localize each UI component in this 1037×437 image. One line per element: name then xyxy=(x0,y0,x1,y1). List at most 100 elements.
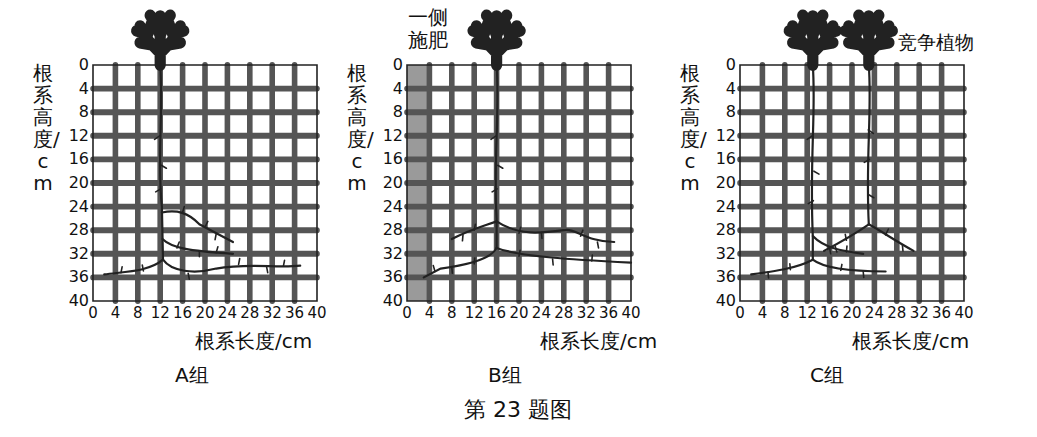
x-tick-label: 28 xyxy=(554,305,573,322)
plant-canopy xyxy=(137,15,184,65)
y-tick-label: 40 xyxy=(706,292,736,310)
y-tick-label: 12 xyxy=(706,127,736,145)
x-tick-label: 32 xyxy=(263,305,282,322)
lateral-root xyxy=(104,260,163,275)
x-tick-label: 28 xyxy=(887,305,906,322)
y-tick-label: 32 xyxy=(59,245,89,263)
grid-lines xyxy=(93,65,317,301)
x-tick-label: 24 xyxy=(218,305,237,322)
x-tick-label: 12 xyxy=(151,305,170,322)
y-tick-label: 36 xyxy=(373,268,403,286)
y-tick-label: 36 xyxy=(59,268,89,286)
x-tick-label: 16 xyxy=(487,305,506,322)
group-label: A组 xyxy=(175,364,209,386)
root-hairs xyxy=(768,130,903,278)
y-tick-label: 40 xyxy=(373,292,403,310)
root-system xyxy=(104,65,300,274)
root-system xyxy=(751,65,913,274)
y-tick-label: 16 xyxy=(373,150,403,168)
axis-title: 根系高度/cm xyxy=(347,62,367,194)
x-tick-label: 0 xyxy=(402,305,412,322)
competitor-label: 竞争植物 xyxy=(898,32,974,53)
competitor-canopy xyxy=(845,15,892,65)
plant-canopy xyxy=(473,15,520,65)
y-tick-label: 20 xyxy=(706,174,736,192)
x-tick-label: 40 xyxy=(307,305,326,322)
group-label: C组 xyxy=(810,364,844,386)
lateral-root xyxy=(162,211,233,242)
y-tick-label: 36 xyxy=(706,268,736,286)
lateral-root xyxy=(751,260,813,275)
y-tick-label: 20 xyxy=(373,174,403,192)
root-system xyxy=(424,65,631,277)
main-root xyxy=(160,65,163,260)
lateral-root xyxy=(162,239,233,254)
y-tick-label: 24 xyxy=(706,198,736,216)
y-tick-label: 32 xyxy=(706,245,736,263)
plant-canopy xyxy=(789,15,836,65)
lateral-root xyxy=(813,260,886,272)
y-tick-label: 16 xyxy=(59,150,89,168)
y-tick-label: 24 xyxy=(373,198,403,216)
competitor-lateral-root xyxy=(869,224,914,251)
figure-caption: 第 23 题图 xyxy=(464,398,572,422)
grid-lines xyxy=(407,65,631,301)
x-tick-label: 4 xyxy=(111,305,121,322)
y-tick-label: 0 xyxy=(373,56,403,74)
competitor-main-root xyxy=(868,65,870,224)
group-label: B组 xyxy=(488,364,522,386)
x-tick-label: 24 xyxy=(865,305,884,322)
y-tick-label: 28 xyxy=(59,221,89,239)
y-tick-label: 8 xyxy=(59,103,89,121)
x-tick-label: 0 xyxy=(735,305,745,322)
x-tick-label: 0 xyxy=(88,305,98,322)
root-hairs xyxy=(121,136,285,279)
lateral-root xyxy=(497,221,615,242)
y-tick-label: 24 xyxy=(59,198,89,216)
x-tick-label: 32 xyxy=(577,305,596,322)
x-tick-label: 40 xyxy=(621,305,640,322)
panel-b xyxy=(407,15,631,301)
lateral-root xyxy=(813,236,863,254)
axis-title: 根系高度/cm xyxy=(680,62,700,194)
y-tick-label: 8 xyxy=(706,103,736,121)
x-tick-label: 24 xyxy=(532,305,551,322)
y-tick-label: 16 xyxy=(706,150,736,168)
y-tick-label: 20 xyxy=(59,174,89,192)
grid-border xyxy=(93,65,317,301)
x-tick-label: 40 xyxy=(954,305,973,322)
y-tick-label: 12 xyxy=(59,127,89,145)
x-tick-label: 4 xyxy=(425,305,435,322)
y-tick-label: 4 xyxy=(59,80,89,98)
x-tick-label: 4 xyxy=(758,305,768,322)
y-tick-label: 32 xyxy=(373,245,403,263)
x-tick-label: 16 xyxy=(820,305,839,322)
y-tick-label: 28 xyxy=(706,221,736,239)
x-tick-label: 16 xyxy=(173,305,192,322)
fertilizer-note: 一侧施肥 xyxy=(408,6,452,52)
x-tick-label: 20 xyxy=(842,305,861,322)
x-tick-label: 8 xyxy=(133,305,143,322)
y-tick-label: 4 xyxy=(373,80,403,98)
x-tick-label: 8 xyxy=(447,305,457,322)
x-tick-label: 20 xyxy=(509,305,528,322)
x-tick-label: 36 xyxy=(285,305,304,322)
main-root xyxy=(812,65,814,260)
x-tick-label: 28 xyxy=(240,305,259,322)
y-tick-label: 8 xyxy=(373,103,403,121)
y-tick-label: 40 xyxy=(59,292,89,310)
y-tick-label: 0 xyxy=(706,56,736,74)
y-tick-label: 28 xyxy=(373,221,403,239)
grid-border xyxy=(740,65,964,301)
x-tick-label: 12 xyxy=(465,305,484,322)
y-tick-label: 4 xyxy=(706,80,736,98)
x-tick-label: 12 xyxy=(798,305,817,322)
lateral-root xyxy=(497,248,631,263)
y-tick-label: 0 xyxy=(59,56,89,74)
lateral-root xyxy=(163,260,300,272)
axis-title: 根系长度/cm xyxy=(852,330,969,352)
axis-title: 根系长度/cm xyxy=(195,330,312,352)
axis-title: 根系高度/cm xyxy=(33,62,53,194)
lateral-root xyxy=(424,248,497,277)
root-hairs xyxy=(433,136,598,273)
